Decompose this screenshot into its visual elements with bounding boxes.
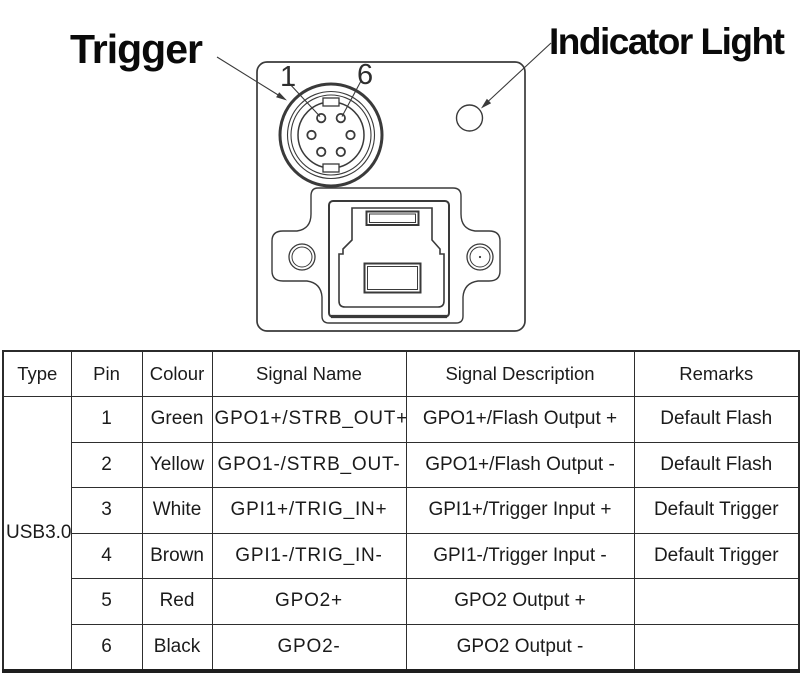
signal-description-cell: GPO1+/Flash Output + xyxy=(405,396,635,443)
signal-description-cell: GPO1+/Flash Output - xyxy=(405,441,635,488)
signal-description-cell: GPO2 Output - xyxy=(405,623,635,672)
pin-1-label: 1 xyxy=(280,61,297,93)
trigger-label: Trigger xyxy=(70,26,203,72)
usb-bottom-contact-slot xyxy=(363,262,422,294)
connector-key-notch-top xyxy=(322,97,340,107)
colour-cell: Yellow xyxy=(141,441,213,488)
pin-bottom-right xyxy=(335,146,346,157)
pin6-leader-line xyxy=(341,80,362,117)
pin-cell: 2 xyxy=(70,441,143,488)
remarks-cell: Default Flash xyxy=(633,441,800,488)
usb-plug-profile xyxy=(338,207,445,308)
signal-name-cell: GPI1-/TRIG_IN- xyxy=(211,532,407,579)
connector-ring-3 xyxy=(290,94,372,176)
pin-cell: 4 xyxy=(70,532,143,579)
connector-outer-ring xyxy=(278,82,384,188)
signal-name-cell: GPO2+ xyxy=(211,578,407,625)
col-header-remarks: Remarks xyxy=(633,350,800,397)
col-header-pin: Pin xyxy=(70,350,143,397)
screw-hole-left-outer xyxy=(288,243,316,271)
screw-hole-right-dot xyxy=(478,255,482,259)
usb-bottom-contact-slot-inner xyxy=(367,266,418,290)
signal-name-cell: GPO1+/STRB_OUT+ xyxy=(211,396,407,443)
connector-ring-2 xyxy=(286,90,376,180)
signal-name-cell: GPI1+/TRIG_IN+ xyxy=(211,487,407,534)
leader-lines xyxy=(216,42,552,117)
indicator-light-circle xyxy=(455,104,484,132)
colour-cell: White xyxy=(141,487,213,534)
trigger-arrowhead-icon xyxy=(276,92,287,101)
colour-cell: Red xyxy=(141,578,213,625)
type-value-cell: USB3.0 xyxy=(2,396,72,672)
remarks-cell: Default Trigger xyxy=(633,487,800,534)
col-header-signal-name: Signal Name xyxy=(211,350,407,397)
pin-cell: 1 xyxy=(70,396,143,443)
colour-cell: Green xyxy=(141,396,213,443)
pin-left xyxy=(306,129,317,141)
usb-port-housing xyxy=(328,200,450,318)
indicator-arrowhead-icon xyxy=(481,98,492,109)
screw-hole-right-outer xyxy=(466,243,494,271)
pin-cell: 5 xyxy=(70,578,143,625)
col-header-colour: Colour xyxy=(141,350,213,397)
hirose-connector xyxy=(278,82,384,188)
mounting-plate-outline xyxy=(271,187,501,324)
signal-name-cell: GPO1-/STRB_OUT- xyxy=(211,441,407,488)
pin-cell: 3 xyxy=(70,487,143,534)
col-header-signal-description: Signal Description xyxy=(405,350,635,397)
pin-1 xyxy=(316,113,327,124)
table-row: 5 Red GPO2+ GPO2 Output + xyxy=(3,578,800,625)
pin-6 xyxy=(335,113,346,124)
camera-body-outline xyxy=(256,61,526,332)
usb-mounting-plate xyxy=(271,187,501,324)
screw-hole-left-inner xyxy=(291,246,313,268)
table-row: 2 Yellow GPO1-/STRB_OUT- GPO1+/Flash Out… xyxy=(3,441,800,488)
connector-pins xyxy=(306,113,356,157)
pin-bottom-left xyxy=(316,146,327,157)
signal-name-cell: GPO2- xyxy=(211,623,407,672)
table-row: 3 White GPI1+/TRIG_IN+ GPI1+/Trigger Inp… xyxy=(3,487,800,534)
camera-rear-diagram xyxy=(216,42,552,332)
indicator-light-label: Indicator Light xyxy=(549,21,785,62)
remarks-cell xyxy=(633,578,800,625)
remarks-cell: Default Trigger xyxy=(633,532,800,579)
usb-top-contact-slot xyxy=(365,210,420,226)
col-header-type: Type xyxy=(2,350,72,397)
trigger-leader-line xyxy=(216,56,280,96)
connector-key-notch-bottom xyxy=(322,163,340,173)
remarks-cell: Default Flash xyxy=(633,396,800,443)
pin1-leader-line xyxy=(287,81,321,117)
signal-description-cell: GPI1+/Trigger Input + xyxy=(405,487,635,534)
pin-right xyxy=(345,129,356,141)
pin-6-label: 6 xyxy=(357,59,374,91)
screw-hole-right-inner xyxy=(469,246,491,268)
signal-description-cell: GPO2 Output + xyxy=(405,578,635,625)
remarks-cell xyxy=(633,623,800,672)
table-row: 4 Brown GPI1-/TRIG_IN- GPI1-/Trigger Inp… xyxy=(3,532,800,579)
colour-cell: Black xyxy=(141,623,213,672)
signal-description-cell: GPI1-/Trigger Input - xyxy=(405,532,635,579)
indicator-leader-line xyxy=(487,42,552,102)
usb-port xyxy=(328,200,450,319)
pinout-table: Type Pin Colour Signal Name Signal Descr… xyxy=(2,350,800,673)
pin-cell: 6 xyxy=(70,623,143,672)
usb-top-contact-slot-inner xyxy=(369,213,416,223)
table-row: USB3.0 1 Green GPO1+/STRB_OUT+ GPO1+/Fla… xyxy=(2,396,800,672)
table-row: 6 Black GPO2- GPO2 Output - xyxy=(3,623,800,672)
table-header-row: Type Pin Colour Signal Name Signal Descr… xyxy=(2,350,800,397)
colour-cell: Brown xyxy=(141,532,213,579)
